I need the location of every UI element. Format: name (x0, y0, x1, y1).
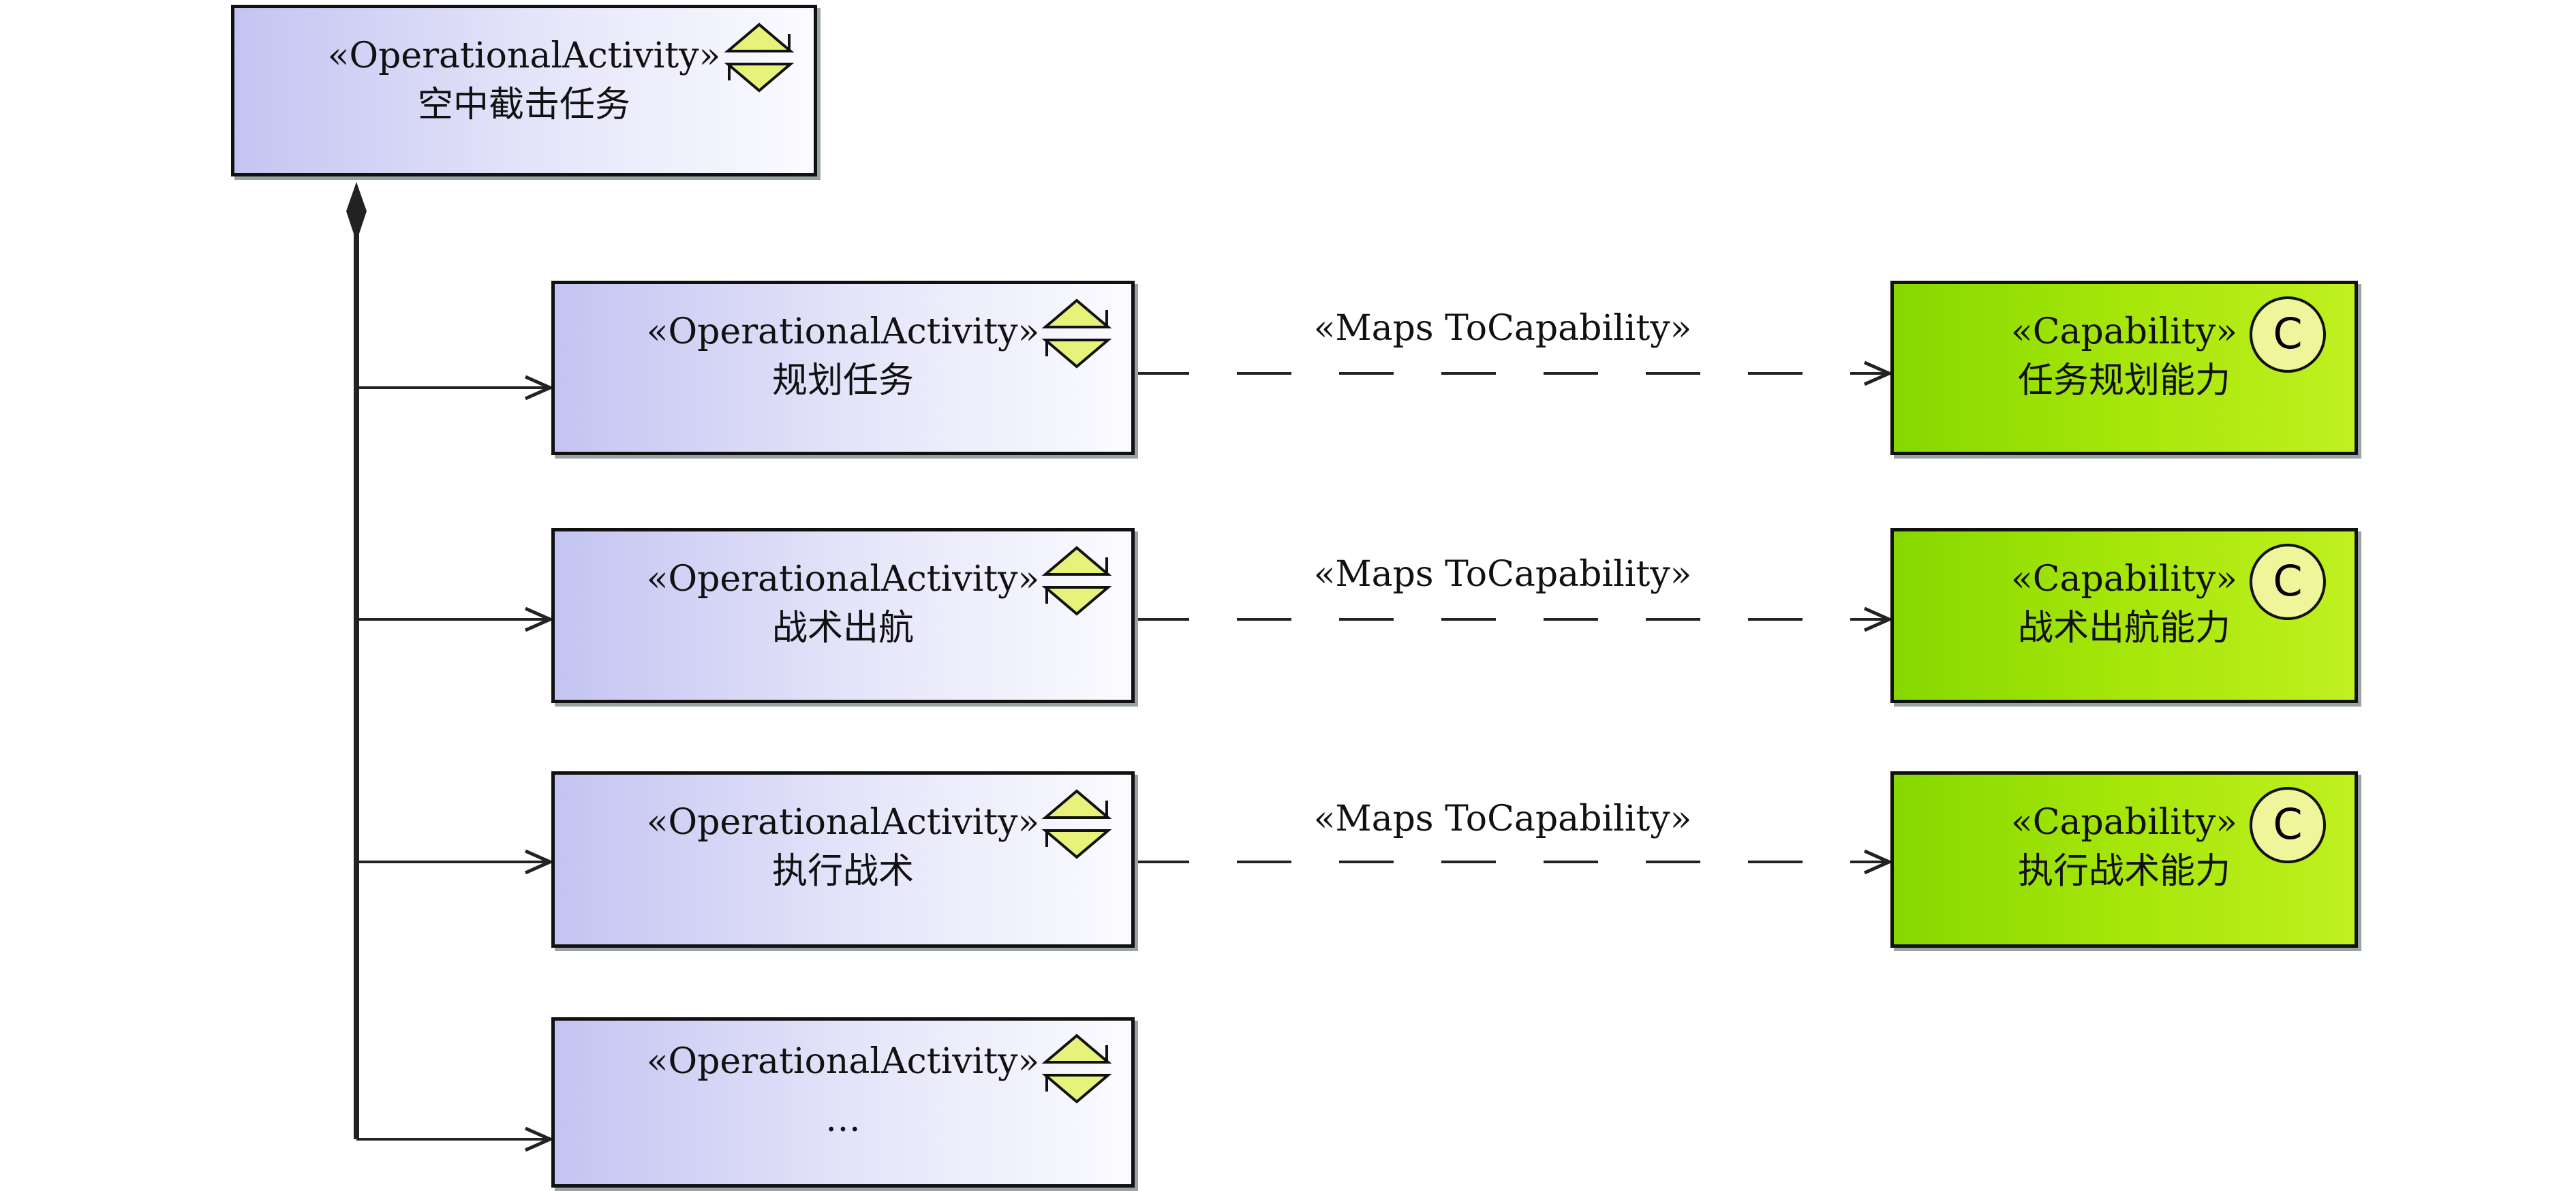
capability-icon-letter: C (2273, 799, 2302, 849)
activity-name: 空中截击任务 (417, 84, 630, 125)
operational-activity-icon (724, 22, 795, 93)
stereotype-label: «OperationalActivity» (646, 1041, 1040, 1082)
activity-node[interactable]: «OperationalActivity» … (551, 1017, 1135, 1188)
capability-node[interactable]: «Capability» 任务规划能力 C (1890, 281, 2358, 455)
capability-icon: C (2250, 787, 2326, 863)
capability-name: 执行战术能力 (2017, 851, 2230, 892)
activity-node[interactable]: «OperationalActivity» 执行战术 (551, 771, 1135, 948)
activity-name: … (825, 1099, 861, 1140)
operational-activity-icon (1041, 789, 1112, 859)
capability-icon: C (2250, 296, 2326, 373)
stereotype-label: «OperationalActivity» (327, 35, 721, 76)
operational-activity-icon (1041, 546, 1112, 616)
activity-name: 规划任务 (771, 360, 914, 401)
stereotype-label: «OperationalActivity» (646, 311, 1040, 352)
capability-icon-letter: C (2273, 309, 2302, 358)
capability-node[interactable]: «Capability» 执行战术能力 C (1890, 771, 2358, 948)
relation-label: «Maps ToCapability» (1313, 554, 1692, 595)
capability-icon: C (2250, 544, 2326, 620)
capability-icon-letter: C (2273, 556, 2302, 606)
stereotype-label: «OperationalActivity» (646, 559, 1040, 600)
capability-name: 战术出航能力 (2017, 608, 2230, 649)
relation-label: «Maps ToCapability» (1313, 799, 1692, 839)
activity-node[interactable]: «OperationalActivity» 战术出航 (551, 528, 1135, 703)
stereotype-label: «Capability» (2010, 311, 2238, 352)
stereotype-label: «Capability» (2010, 559, 2238, 600)
activity-name: 战术出航 (771, 608, 914, 649)
capability-name: 任务规划能力 (2017, 360, 2230, 401)
stereotype-label: «OperationalActivity» (646, 802, 1040, 843)
capability-node[interactable]: «Capability» 战术出航能力 C (1890, 528, 2358, 703)
root-activity-node[interactable]: «OperationalActivity» 空中截击任务 (231, 5, 817, 176)
relation-label: «Maps ToCapability» (1313, 308, 1692, 349)
composition-diamond (346, 182, 367, 242)
stereotype-label: «Capability» (2010, 802, 2238, 843)
operational-activity-icon (1041, 298, 1112, 369)
activity-node[interactable]: «OperationalActivity» 规划任务 (551, 281, 1135, 455)
activity-name: 执行战术 (771, 851, 914, 892)
operational-activity-icon (1041, 1034, 1112, 1104)
